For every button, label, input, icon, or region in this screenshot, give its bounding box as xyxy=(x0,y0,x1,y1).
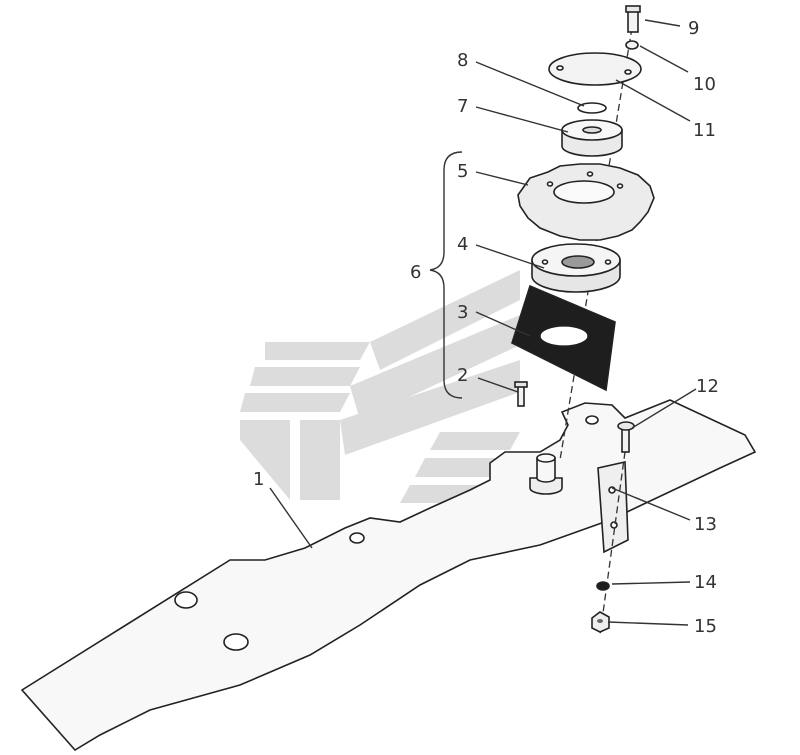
part-10-washer xyxy=(625,40,639,50)
part-4-flange xyxy=(531,243,621,293)
group-6-brace xyxy=(429,151,463,399)
callout-4: 4 xyxy=(457,234,468,255)
callout-1: 1 xyxy=(253,469,264,490)
callout-14: 14 xyxy=(694,572,717,593)
part-8-ring xyxy=(577,102,607,114)
part-5-sprocket xyxy=(517,163,655,241)
watermark-logo-icon xyxy=(240,270,520,503)
leader-lines xyxy=(269,19,697,626)
part-9-bolt xyxy=(625,5,641,33)
part-13-bracket xyxy=(597,461,629,554)
callout-3: 3 xyxy=(457,302,468,323)
callout-9: 9 xyxy=(688,18,699,39)
callout-15: 15 xyxy=(694,616,717,637)
center-axis-line xyxy=(559,27,633,461)
callout-8: 8 xyxy=(457,50,468,71)
part-2-screw xyxy=(514,381,528,407)
part-3-gasket xyxy=(511,284,616,392)
callout-11: 11 xyxy=(693,120,716,141)
callout-10: 10 xyxy=(693,74,716,95)
part-11-cover xyxy=(548,52,642,86)
callout-labels: 1 2 3 4 5 6 7 8 9 10 11 12 13 14 15 xyxy=(253,18,719,637)
callout-2: 2 xyxy=(457,365,468,386)
bolt-axis-line xyxy=(599,429,629,636)
callout-13: 13 xyxy=(694,514,717,535)
part-12-bolt xyxy=(617,421,635,453)
callout-6: 6 xyxy=(410,262,421,283)
callout-5: 5 xyxy=(457,161,468,182)
part-15-nut xyxy=(591,611,610,633)
callout-12: 12 xyxy=(696,376,719,397)
part-1-plate xyxy=(20,399,757,752)
part-14-washer xyxy=(596,581,610,591)
part-boss xyxy=(529,453,563,495)
part-7-bushing xyxy=(561,119,623,157)
callout-7: 7 xyxy=(457,96,468,117)
